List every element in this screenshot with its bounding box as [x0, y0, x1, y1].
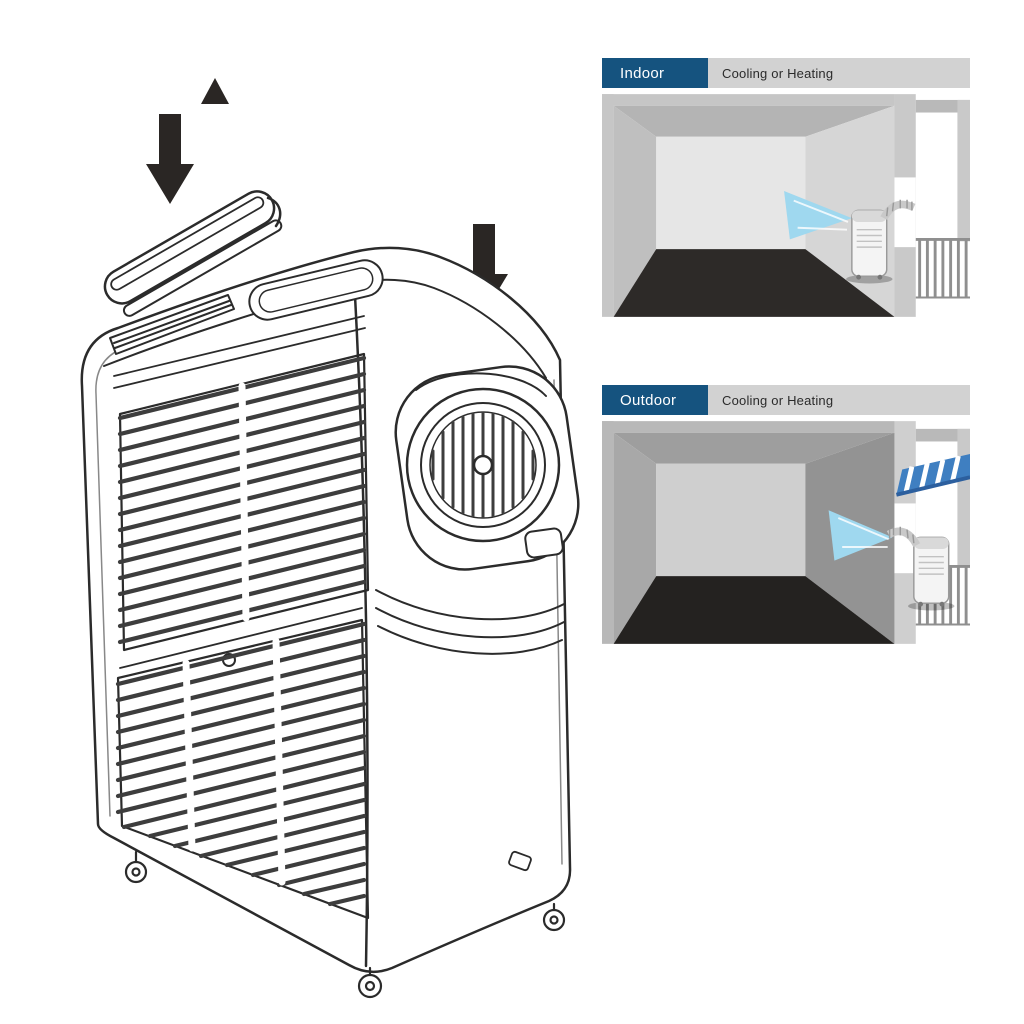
side-vent-curves: [375, 589, 565, 655]
portable-ac-unit: [846, 209, 893, 284]
cool-airflow: [784, 190, 852, 240]
indoor-subtitle: Cooling or Heating: [708, 58, 970, 88]
outdoor-header: Outdoor Cooling or Heating: [602, 385, 970, 415]
exhaust-hose: [886, 526, 921, 548]
upper-trim-lines: [113, 315, 366, 389]
indoor-room: [602, 94, 916, 317]
indoor-scene: [602, 94, 970, 317]
top-handle-recess: [248, 259, 384, 321]
awning: [895, 454, 970, 497]
indoor-balcony: [915, 99, 970, 299]
indoor-header: Indoor Cooling or Heating: [602, 58, 970, 88]
balcony-railing: [915, 237, 970, 299]
mid-band-line: [119, 607, 363, 669]
drain-outlet: [508, 850, 532, 872]
indoor-scene-svg: [602, 94, 970, 317]
ac-body-outline: [80, 246, 572, 974]
outdoor-scene-svg: [602, 421, 970, 644]
portable-ac-unit: [908, 536, 955, 611]
window-opening: [894, 503, 916, 574]
exhaust-hose: [880, 199, 916, 221]
outdoor-subtitle: Cooling or Heating: [708, 385, 970, 415]
caster-wheels: [124, 850, 566, 999]
outdoor-scene: [602, 421, 970, 644]
upper-grille: [117, 352, 370, 652]
lid-hook: [266, 196, 282, 228]
window-opening: [894, 177, 916, 248]
usage-panels-column: Indoor Cooling or Heating: [602, 58, 970, 712]
down-arrow-icon: [146, 114, 194, 204]
ac-unit-line-drawing: [18, 18, 598, 1018]
ac-unit-svg: [80, 78, 580, 999]
air-filter-lid: [103, 190, 283, 317]
indoor-panel: Indoor Cooling or Heating: [602, 58, 970, 317]
outdoor-label-chip: Outdoor: [602, 385, 708, 415]
up-triangle-icon: [201, 78, 229, 104]
outdoor-panel: Outdoor Cooling or Heating: [602, 385, 970, 644]
exhaust-vent-housing: [394, 365, 580, 571]
cool-airflow: [828, 510, 893, 561]
filter-opening: [109, 294, 235, 355]
lower-grille: [115, 618, 370, 920]
indoor-label-chip: Indoor: [602, 58, 708, 88]
